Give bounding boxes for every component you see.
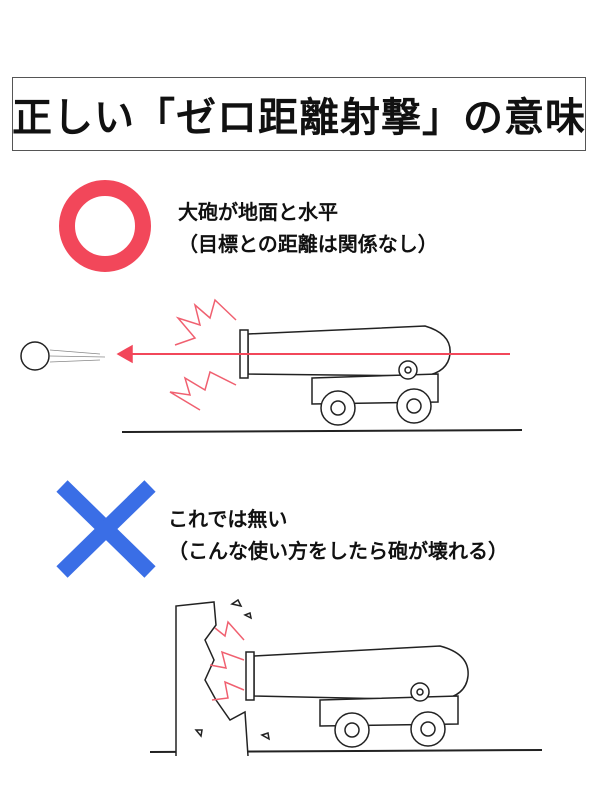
wall bbox=[175, 601, 249, 757]
debris bbox=[194, 598, 270, 741]
wrong-caption: これでは無い （こんな使い方をしたら砲が壊れる） bbox=[168, 503, 508, 567]
correct-caption-line2: （目標との距離は関係なし） bbox=[178, 232, 438, 256]
wheel bbox=[410, 711, 446, 747]
muzzle bbox=[245, 651, 255, 701]
correct-circle-icon bbox=[59, 180, 151, 272]
wheel bbox=[320, 390, 356, 426]
wrong-caption-line2: （こんな使い方をしたら砲が壊れる） bbox=[168, 539, 508, 563]
muzzle-burst bbox=[209, 620, 245, 701]
wheel bbox=[396, 388, 432, 424]
wrong-cross-icon bbox=[56, 480, 156, 578]
cannon-barrel bbox=[247, 325, 451, 377]
correct-caption-line1: 大砲が地面と水平 bbox=[178, 200, 338, 224]
muzzle-burst bbox=[169, 298, 237, 411]
wheel bbox=[334, 712, 370, 748]
cannonball bbox=[20, 341, 50, 371]
wrong-cannon-scene bbox=[149, 598, 543, 757]
motion-lines bbox=[49, 349, 106, 363]
correct-caption: 大砲が地面と水平 （目標との距離は関係なし） bbox=[178, 196, 438, 260]
correct-cannon-scene bbox=[20, 298, 523, 433]
ground-line bbox=[121, 429, 523, 433]
wrong-caption-line1: これでは無い bbox=[168, 507, 288, 531]
title-box: 正しい「ゼロ距離射撃」の意味 bbox=[12, 77, 586, 151]
page-title: 正しい「ゼロ距離射撃」の意味 bbox=[12, 95, 586, 141]
cannon-barrel bbox=[253, 645, 469, 701]
